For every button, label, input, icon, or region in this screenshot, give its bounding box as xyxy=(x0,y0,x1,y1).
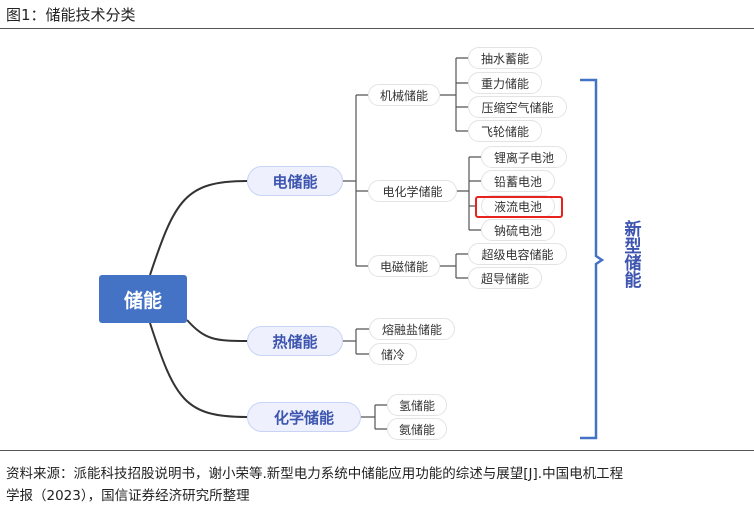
bracket xyxy=(580,78,605,440)
connector xyxy=(440,253,468,279)
node-cold-storage: 储冷 xyxy=(369,343,417,365)
root-node: 储能 xyxy=(99,275,187,323)
node-hydrogen: 氢储能 xyxy=(387,394,447,416)
node-mechanical: 机械储能 xyxy=(368,84,440,106)
node-supercapacitor: 超级电容储能 xyxy=(468,243,567,265)
node-superconducting: 超导储能 xyxy=(468,267,542,289)
node-ammonia: 氨储能 xyxy=(387,418,447,440)
divider xyxy=(0,450,754,451)
node-sodium-sulfur: 钠硫电池 xyxy=(481,219,555,241)
node-electric-storage: 电储能 xyxy=(247,166,343,196)
node-thermal-storage: 热储能 xyxy=(247,326,343,356)
divider xyxy=(0,28,754,29)
source-note: 资料来源：派能科技招股说明书，谢小荣等.新型电力系统中储能应用功能的综述与展望[… xyxy=(6,466,624,482)
source-note: 学报（2023），国信证券经济研究所整理 xyxy=(6,488,250,504)
node-chemical-storage: 化学储能 xyxy=(247,402,361,432)
connector xyxy=(343,94,368,267)
connector xyxy=(186,319,248,342)
connector xyxy=(457,156,481,231)
connector xyxy=(149,180,248,276)
connector xyxy=(440,57,468,132)
node-electrochemical: 电化学储能 xyxy=(368,180,457,202)
node-electromagnetic: 电磁储能 xyxy=(368,255,440,277)
node-compressed-air: 压缩空气储能 xyxy=(468,96,567,118)
figure-title: 图1：储能技术分类 xyxy=(6,6,136,24)
node-gravity: 重力储能 xyxy=(468,72,542,94)
connector xyxy=(361,404,387,430)
node-flywheel: 飞轮储能 xyxy=(468,120,542,142)
node-lithium-ion: 锂离子电池 xyxy=(481,146,567,168)
connector xyxy=(149,322,248,418)
bracket-label: 新型储能 xyxy=(624,220,642,291)
node-pumped-hydro: 抽水蓄能 xyxy=(468,47,542,69)
highlight-box xyxy=(475,196,563,218)
connector xyxy=(343,328,369,355)
node-molten-salt: 熔融盐储能 xyxy=(369,318,455,340)
node-lead-acid: 铅蓄电池 xyxy=(481,170,555,192)
